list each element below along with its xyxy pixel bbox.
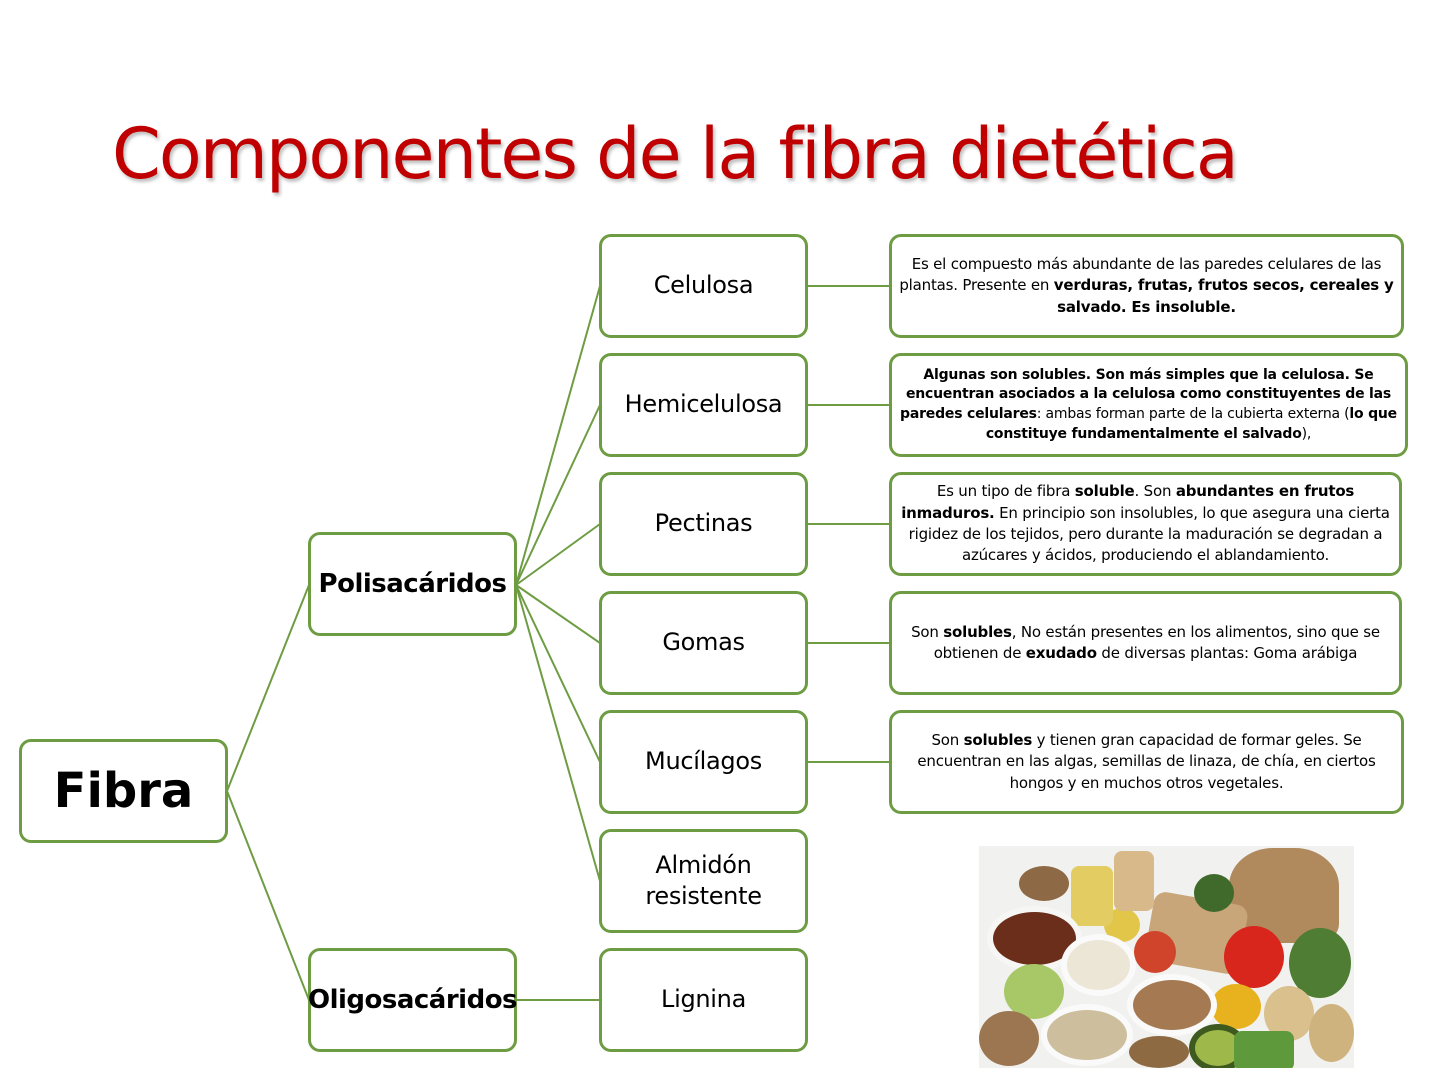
mucilagos-node: Mucílagos xyxy=(599,710,808,814)
text-run: En principio son insolubles, lo que aseg… xyxy=(908,503,1390,565)
fibra-label: Fibra xyxy=(53,763,194,819)
green-beans-shape xyxy=(1234,1031,1294,1068)
mucilagos-description: Son solubles y tienen gran capacidad de … xyxy=(889,710,1404,814)
red-pepper-shape xyxy=(1224,926,1284,988)
bold-text-run: soluble xyxy=(1074,482,1135,501)
broccoli-shape-2 xyxy=(1194,874,1234,912)
pectinas-description: Es un tipo de fibra soluble. Son abundan… xyxy=(889,472,1402,576)
description-text: Es un tipo de fibra soluble. Son abundan… xyxy=(898,481,1393,566)
polisacaridos-node: Polisacáridos xyxy=(308,532,517,636)
walnuts-shape-2 xyxy=(1019,866,1069,901)
pasta-jar-shape xyxy=(1071,866,1113,926)
lignina-label: Lignina xyxy=(661,985,746,1014)
bold-text-run: abundantes en frutos inmaduros. xyxy=(901,482,1355,522)
bold-text-run: Algunas son solubles. Son más simples qu… xyxy=(900,366,1392,422)
broccoli-shape xyxy=(1289,928,1351,998)
rice-bowl-shape xyxy=(1041,1004,1133,1066)
chickpea-jar-shape xyxy=(1114,851,1154,911)
bold-text-run: exudado xyxy=(1025,644,1097,662)
pectinas-label: Pectinas xyxy=(654,509,753,538)
polisacaridos-label: Polisacáridos xyxy=(318,569,507,599)
almidon-label-line2: resistente xyxy=(645,882,762,910)
potato-shape-2 xyxy=(1309,1004,1354,1062)
description-text: Son solubles, No están presentes en los … xyxy=(898,622,1393,665)
text-run: Son xyxy=(931,731,964,750)
celulosa-label: Celulosa xyxy=(653,271,754,300)
text-run: , No están presentes en los alimentos, s… xyxy=(933,622,1380,662)
text-run: de diversas plantas: Goma arábiga xyxy=(1096,644,1358,662)
wholewheat-pasta-bowl-shape xyxy=(1127,974,1217,1036)
bold-text-run: solubles xyxy=(963,731,1033,750)
gomas-node: Gomas xyxy=(599,591,808,695)
bold-text-run: solubles xyxy=(943,622,1012,641)
fibra-node: Fibra xyxy=(19,739,228,843)
walnuts-shape xyxy=(979,1011,1039,1066)
slide-title: Componentes de la fibra dietética xyxy=(112,113,1239,195)
pectinas-node: Pectinas xyxy=(599,472,808,576)
celulosa-node: Celulosa xyxy=(599,234,808,338)
text-run: Son xyxy=(911,622,944,641)
description-text: Algunas son solubles. Son más simples qu… xyxy=(898,366,1399,444)
oligosacaridos-node: Oligosacáridos xyxy=(307,948,518,1052)
celulosa-description: Es el compuesto más abundante de las par… xyxy=(889,234,1404,338)
walnuts-shape-3 xyxy=(1129,1036,1189,1068)
text-run: ), xyxy=(1301,425,1312,442)
description-text: Son solubles y tienen gran capacidad de … xyxy=(898,730,1395,794)
grapes-shape xyxy=(1004,964,1064,1019)
bold-text-run: lo que constituye fundamentalmente el sa… xyxy=(985,406,1397,442)
apple-shape xyxy=(1134,931,1176,973)
description-text: Es el compuesto más abundante de las par… xyxy=(898,254,1395,318)
hemicelulosa-label: Hemicelulosa xyxy=(624,390,783,419)
text-run: : ambas forman parte de la cubierta exte… xyxy=(1036,406,1350,422)
oligosacaridos-label: Oligosacáridos xyxy=(307,985,518,1015)
lignina-node: Lignina xyxy=(599,948,808,1052)
hemicelulosa-node: Hemicelulosa xyxy=(599,353,808,457)
text-run: y tienen gran capacidad de formar geles.… xyxy=(917,731,1376,792)
gomas-description: Son solubles, No están presentes en los … xyxy=(889,591,1402,695)
gomas-label: Gomas xyxy=(662,628,745,657)
almidon-label-line1: Almidón xyxy=(655,850,752,879)
yellow-pepper-shape xyxy=(1211,984,1261,1029)
oats-bowl-shape xyxy=(1061,934,1136,996)
bold-text-run: verduras, frutas, frutos secos, cereales… xyxy=(1053,276,1394,316)
hemicelulosa-description: Algunas son solubles. Son más simples qu… xyxy=(889,353,1408,457)
high-fiber-foods-photo xyxy=(979,846,1354,1068)
almidon-resistente-node: Almidón resistente xyxy=(599,829,808,933)
text-run: Es un tipo de fibra xyxy=(936,482,1075,501)
mucilagos-label: Mucílagos xyxy=(645,747,762,776)
text-run: Es el compuesto más abundante de las par… xyxy=(899,255,1382,295)
text-run: . Son xyxy=(1134,482,1176,501)
